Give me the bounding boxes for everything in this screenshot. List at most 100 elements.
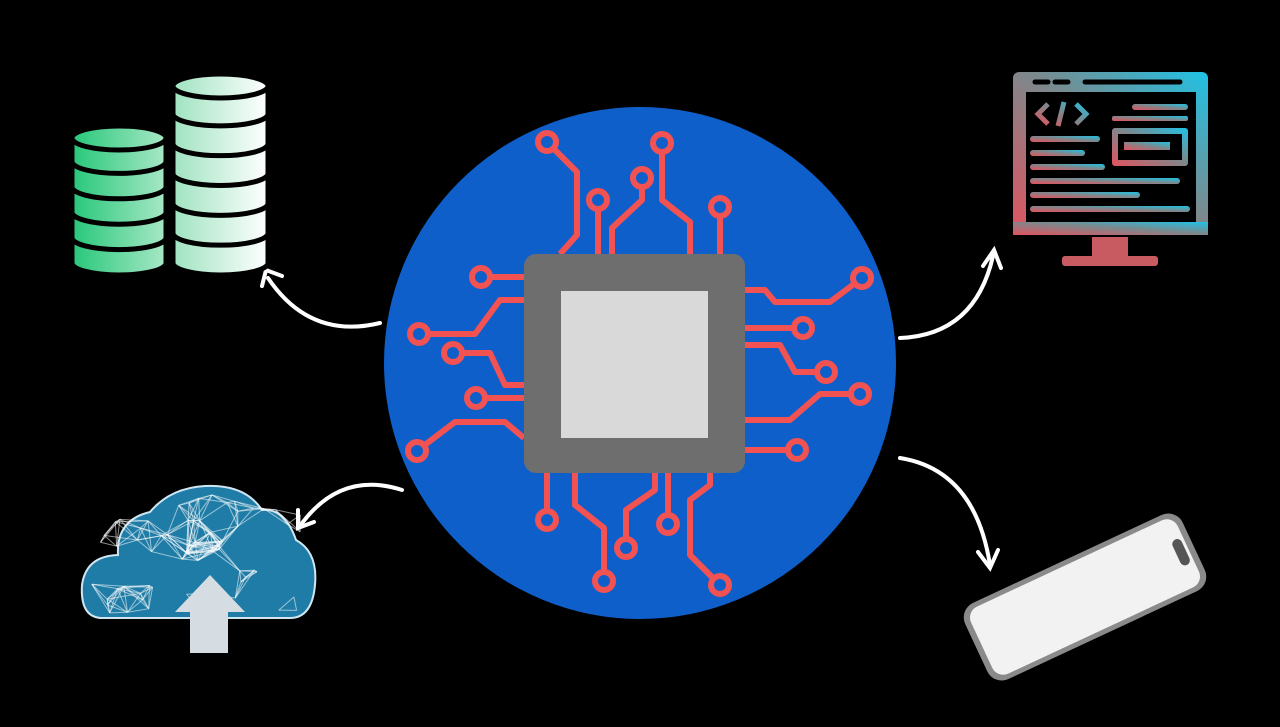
mesh-line: [91, 583, 108, 600]
mesh-line: [167, 520, 194, 536]
mesh-line: [188, 502, 195, 521]
circuit-trace: [462, 350, 524, 388]
cpu-die: [561, 291, 708, 438]
smartphone-icon: [963, 513, 1207, 681]
mesh-line: [275, 509, 288, 525]
mesh-line: [140, 527, 162, 537]
arrow-to-database: [266, 276, 382, 329]
trace-pad: [614, 536, 638, 560]
mesh-line: [226, 502, 239, 512]
mesh-line: [166, 505, 180, 535]
mesh-line: [195, 540, 223, 544]
mesh-line: [197, 532, 211, 561]
coin-top: [69, 123, 169, 153]
code-brackets-icon: [1034, 101, 1090, 127]
trace-pad: [405, 439, 429, 463]
mesh-line: [198, 498, 201, 521]
mesh-line: [218, 540, 224, 550]
upload-arrow-icon: [175, 575, 245, 653]
mesh-line: [151, 551, 183, 560]
mesh-line: [140, 527, 152, 552]
circuit-trace: [572, 473, 607, 572]
mesh-line: [140, 520, 149, 529]
trace-pad: [708, 573, 732, 597]
mesh-line: [218, 525, 239, 550]
arrow-to-phone: [898, 456, 992, 567]
coin-top: [170, 71, 271, 101]
mesh-line: [160, 535, 187, 553]
arrowhead-database: [260, 267, 284, 288]
circuit-trace: [687, 473, 716, 581]
trace-pad: [535, 508, 559, 532]
mesh-line: [178, 504, 200, 522]
mesh-line: [127, 608, 149, 613]
mesh-line: [106, 588, 118, 600]
trace-pad: [441, 341, 465, 365]
mesh-line: [185, 520, 189, 553]
mesh-line: [211, 494, 235, 502]
mesh-line: [104, 534, 138, 541]
mesh-line: [148, 587, 154, 609]
mesh-line: [116, 539, 138, 547]
trace-pad: [464, 386, 488, 410]
circuit-trace: [745, 342, 817, 375]
trace-pad: [650, 131, 674, 155]
trace-pad: [848, 382, 872, 406]
mesh-line: [253, 507, 264, 510]
mesh-line: [211, 494, 239, 512]
mesh-line: [211, 494, 228, 503]
mesh-line: [239, 569, 255, 572]
circuit-traces: [405, 130, 874, 597]
mesh-line: [167, 534, 187, 553]
mesh-line: [227, 502, 254, 509]
circuit-trace: [745, 280, 857, 305]
mesh-line: [161, 535, 190, 547]
trace-pad: [814, 360, 838, 384]
arrowhead-monitor: [981, 245, 1003, 270]
mesh-line: [286, 523, 301, 533]
mesh-line: [197, 548, 220, 561]
mesh-line: [188, 520, 195, 546]
mesh-line: [189, 545, 220, 550]
mesh-line: [193, 520, 196, 543]
mesh-line: [140, 585, 150, 594]
mesh-line: [142, 585, 150, 601]
mesh-line: [119, 518, 138, 541]
mesh-line: [186, 542, 196, 553]
mesh-line: [263, 508, 276, 511]
database-coins-icon: [69, 71, 271, 278]
mesh-line: [210, 525, 238, 533]
mesh-line: [103, 518, 121, 536]
mesh-line: [186, 545, 219, 553]
trace-pad: [586, 188, 610, 212]
mesh-line: [137, 539, 152, 552]
mesh-line: [100, 535, 105, 543]
arrow-to-monitor: [898, 254, 995, 340]
trace-pad: [850, 266, 874, 290]
mesh-line: [178, 504, 194, 522]
arrowhead-phone: [976, 548, 1000, 572]
mesh-line: [116, 519, 121, 547]
mesh-line: [109, 588, 118, 614]
trace-pad: [708, 195, 732, 219]
mesh-line: [136, 527, 142, 541]
code-monitor-icon: [1013, 72, 1208, 266]
mesh-line: [199, 520, 223, 542]
mesh-line: [107, 588, 118, 606]
arrow-to-cloud: [298, 482, 404, 528]
mesh-line: [147, 520, 162, 536]
mesh-line: [167, 534, 196, 544]
mesh-line: [140, 586, 153, 594]
trace-pad: [592, 569, 616, 593]
mesh-line: [186, 548, 220, 553]
mesh-line: [136, 520, 149, 541]
circuit-trace: [659, 152, 693, 254]
mesh-line: [210, 531, 223, 542]
mesh-line: [234, 569, 255, 599]
mesh-line: [239, 570, 246, 578]
mesh-line: [193, 520, 211, 533]
mesh-line: [147, 520, 153, 552]
mesh-line: [117, 588, 128, 613]
mesh-line: [199, 494, 213, 521]
mesh-line: [182, 558, 198, 561]
